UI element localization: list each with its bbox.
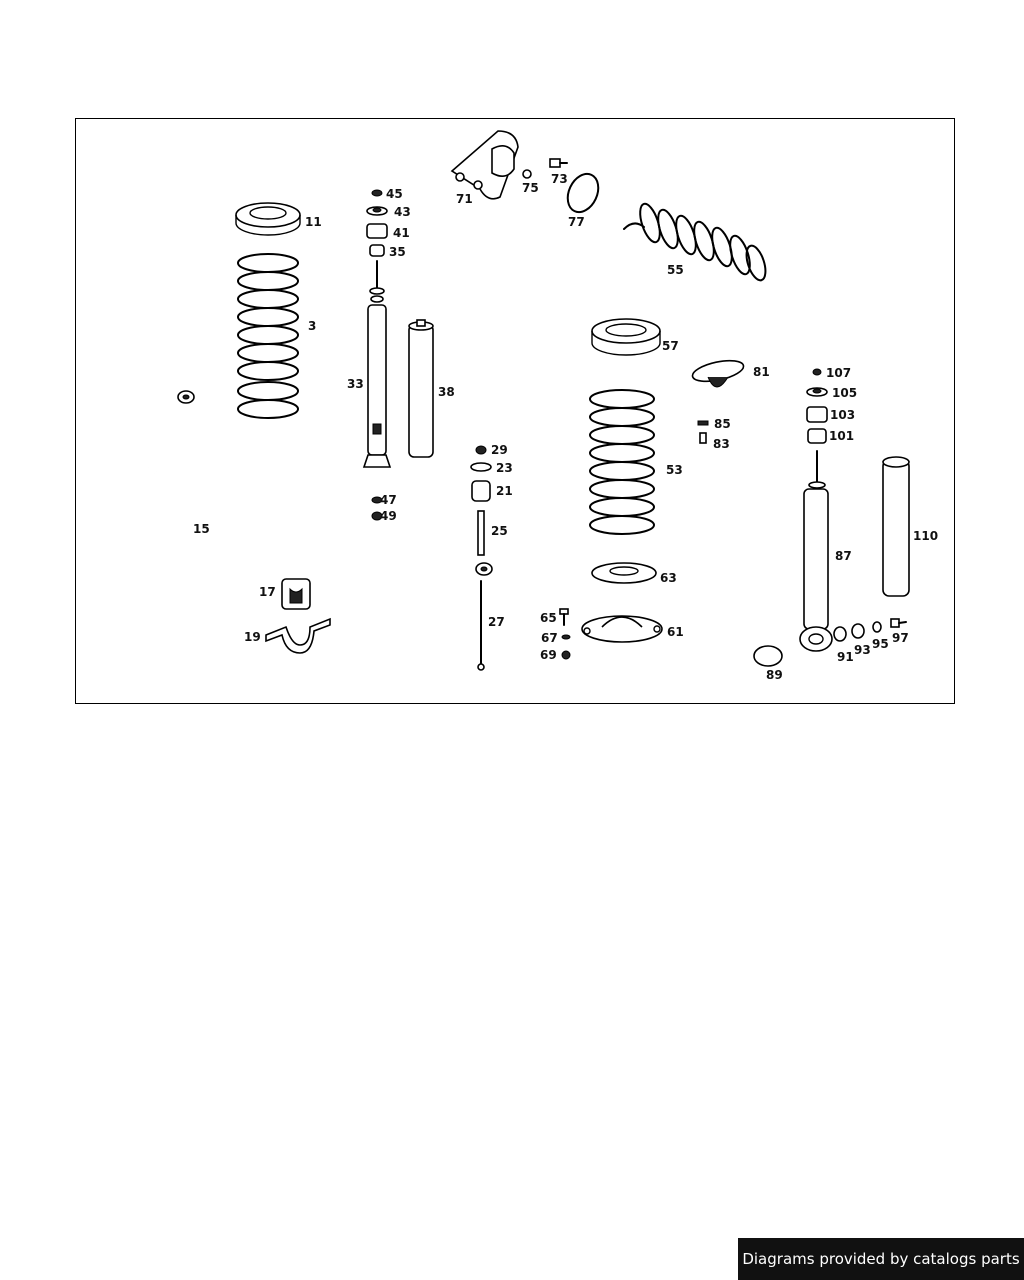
callout-101: 101 bbox=[829, 429, 854, 443]
callout-15: 15 bbox=[193, 522, 210, 536]
shock-absorber-part-87 bbox=[753, 368, 907, 667]
callout-65: 65 bbox=[540, 611, 557, 625]
callout-97: 97 bbox=[892, 631, 909, 645]
callout-11: 11 bbox=[305, 215, 322, 229]
callout-55: 55 bbox=[667, 263, 684, 277]
callout-57: 57 bbox=[662, 339, 679, 353]
callout-labels: 3 11 15 17 19 21 23 25 27 29 33 35 38 41… bbox=[193, 172, 938, 682]
spring-plate-part-61 bbox=[559, 608, 663, 660]
callout-43: 43 bbox=[394, 205, 411, 219]
callout-38: 38 bbox=[438, 385, 455, 399]
parts-diagram-frame: 3 11 15 17 19 21 23 25 27 29 33 35 38 41… bbox=[75, 118, 955, 704]
callout-67: 67 bbox=[541, 631, 558, 645]
exploded-parts-diagram: 3 11 15 17 19 21 23 25 27 29 33 35 38 41… bbox=[105, 130, 938, 682]
callout-27: 27 bbox=[488, 615, 505, 629]
spring-seat-part-11 bbox=[235, 202, 301, 236]
small-parts-73-75-77 bbox=[522, 158, 600, 214]
callout-33: 33 bbox=[347, 377, 364, 391]
bracket-part-71 bbox=[450, 130, 519, 200]
callout-41: 41 bbox=[393, 226, 410, 240]
callout-45: 45 bbox=[386, 187, 403, 201]
callout-93: 93 bbox=[854, 643, 871, 657]
callout-91: 91 bbox=[837, 650, 854, 664]
callout-75: 75 bbox=[522, 181, 539, 195]
callout-23: 23 bbox=[496, 461, 513, 475]
callout-89: 89 bbox=[766, 668, 783, 682]
callout-85: 85 bbox=[714, 417, 731, 431]
callout-21: 21 bbox=[496, 484, 513, 498]
callout-83: 83 bbox=[713, 437, 730, 451]
callout-17: 17 bbox=[259, 585, 276, 599]
credit-text: Diagrams provided by catalogs parts bbox=[742, 1250, 1020, 1268]
callout-19: 19 bbox=[244, 630, 261, 644]
callout-103: 103 bbox=[830, 408, 855, 422]
stabilizer-bar-part-15 bbox=[105, 390, 493, 579]
callout-107: 107 bbox=[826, 366, 851, 380]
protective-tube-part-38 bbox=[408, 319, 434, 458]
spring-seat-part-57 bbox=[591, 318, 661, 356]
callout-29: 29 bbox=[491, 443, 508, 457]
callout-95: 95 bbox=[872, 637, 889, 651]
callout-3: 3 bbox=[308, 319, 316, 333]
callout-63: 63 bbox=[660, 571, 677, 585]
callout-105: 105 bbox=[832, 386, 857, 400]
drop-link-parts-21-29 bbox=[470, 445, 492, 671]
callout-49: 49 bbox=[380, 509, 397, 523]
callout-73: 73 bbox=[551, 172, 568, 186]
callout-71: 71 bbox=[456, 192, 473, 206]
clamp-bracket-part-19 bbox=[265, 617, 331, 654]
callout-61: 61 bbox=[667, 625, 684, 639]
callout-25: 25 bbox=[491, 524, 508, 538]
callout-35: 35 bbox=[389, 245, 406, 259]
callout-81: 81 bbox=[753, 365, 770, 379]
callout-110: 110 bbox=[913, 529, 938, 543]
protective-tube-part-110 bbox=[882, 456, 910, 597]
spring-pad-part-63 bbox=[591, 562, 657, 584]
shock-absorber-part-33 bbox=[362, 189, 392, 521]
callout-47: 47 bbox=[380, 493, 397, 507]
coil-spring-part-55 bbox=[623, 202, 767, 282]
coil-spring-part-3 bbox=[237, 253, 299, 419]
callout-53: 53 bbox=[666, 463, 683, 477]
mount-part-81 bbox=[691, 359, 745, 444]
diagram-credit-badge: Diagrams provided by catalogs parts bbox=[738, 1238, 1024, 1280]
callout-87: 87 bbox=[835, 549, 852, 563]
rubber-mount-part-17 bbox=[281, 578, 311, 610]
coil-spring-part-53 bbox=[589, 389, 655, 535]
callout-69: 69 bbox=[540, 648, 557, 662]
callout-77: 77 bbox=[568, 215, 585, 229]
